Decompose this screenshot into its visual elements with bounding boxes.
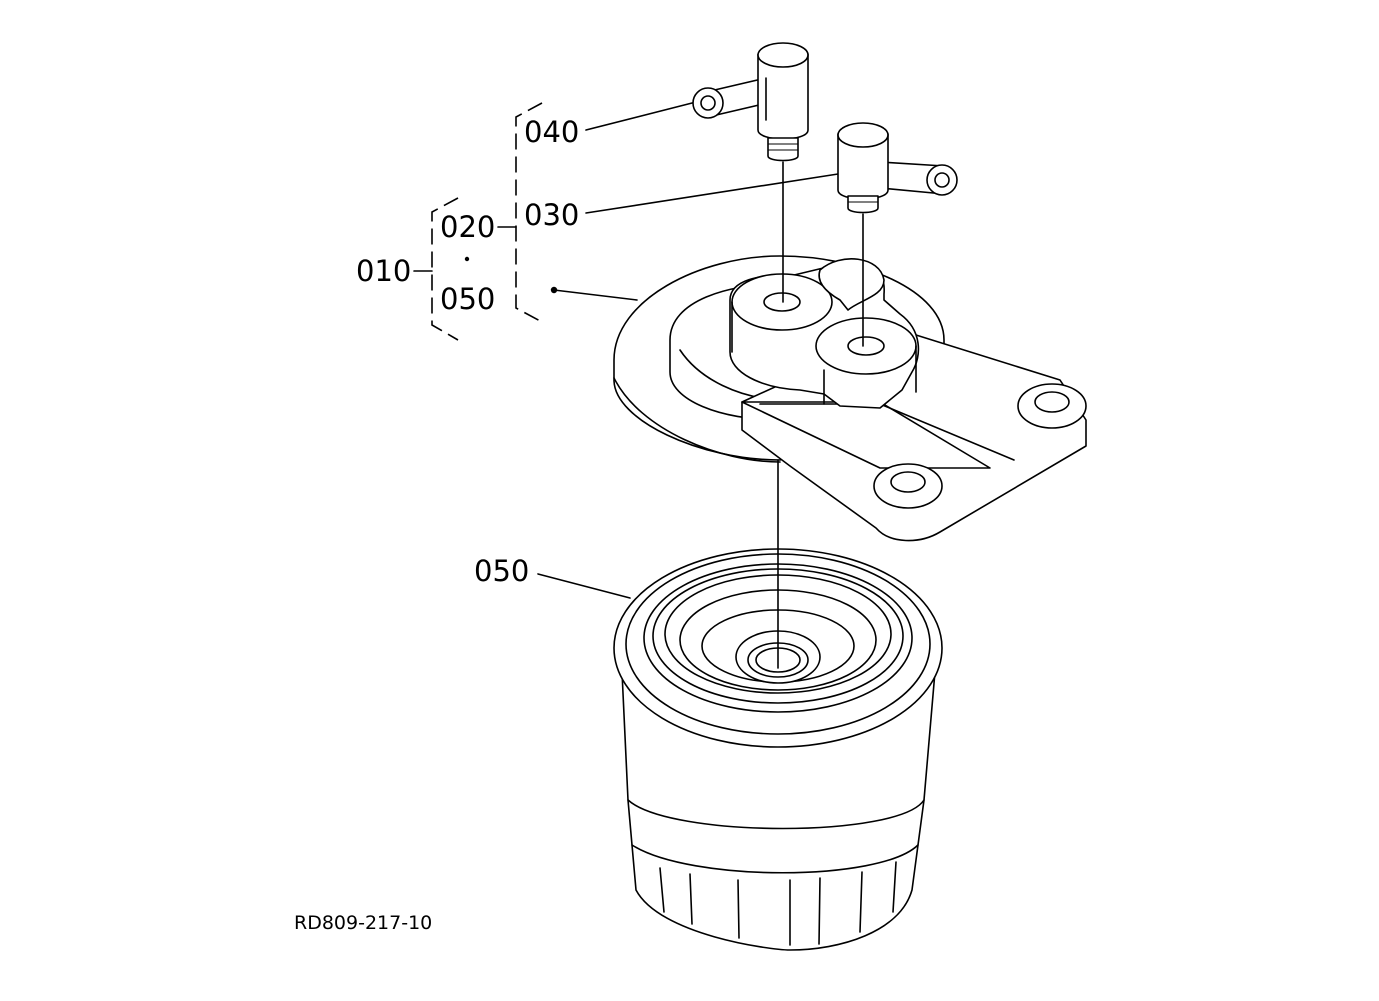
drawing-code: RD809-217-10: [294, 912, 432, 934]
callout-050-sub: 050: [440, 282, 495, 316]
assembly-axes: [777, 161, 864, 669]
filter-head: [613, 255, 1087, 542]
fitting-030: [837, 122, 958, 214]
fitting-040: [692, 42, 809, 162]
callout-050: 050: [474, 554, 529, 588]
callout-030: 030: [524, 198, 579, 232]
bracket-020: [497, 102, 543, 323]
callout-040: 040: [524, 115, 579, 149]
callout-010: 010: [356, 254, 411, 288]
filter-cartridge: [613, 548, 943, 951]
leader-lines: [537, 101, 839, 599]
callout-020: 020: [440, 210, 495, 244]
bracket-010: [413, 197, 470, 341]
